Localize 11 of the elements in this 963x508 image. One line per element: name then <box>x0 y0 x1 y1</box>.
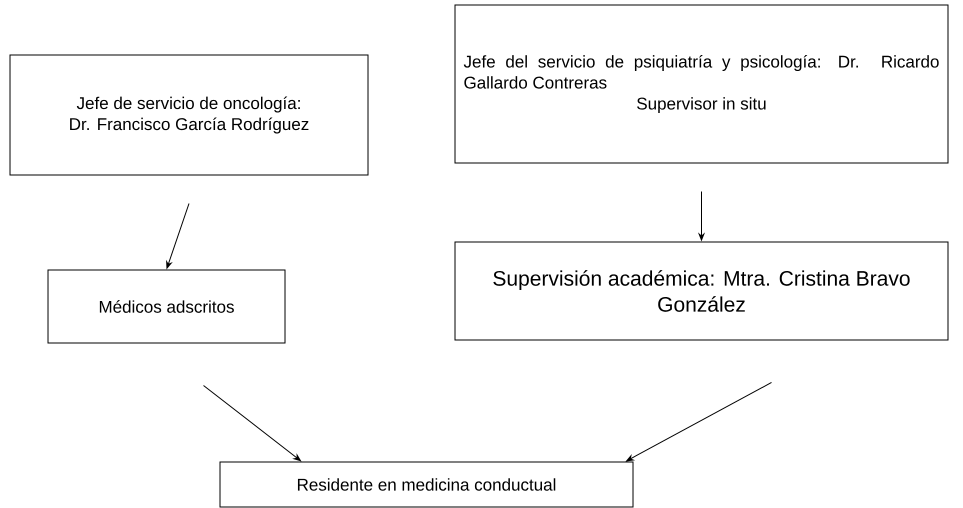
box-text: Residente en medicina conductual <box>298 478 556 491</box>
box-text: Jefe de servicio de oncología: Dr. Francisco García Rodríguez <box>70 96 308 134</box>
org-box <box>48 270 286 344</box>
heading-text: Jefe del servicio de psiquiatría y psicología: Dr. Ricardo Gallardo Contreras <box>464 54 939 89</box>
role-text: Supervisor in situ <box>637 97 766 114</box>
org-box <box>220 462 634 508</box>
box-text: Médicos adscritos <box>100 300 234 313</box>
box-text: Supervisión académica: Mtra. Cristina Bravo González <box>493 270 910 312</box>
org-box <box>454 4 948 164</box>
org-box <box>10 54 368 176</box>
org-box <box>454 242 948 340</box>
